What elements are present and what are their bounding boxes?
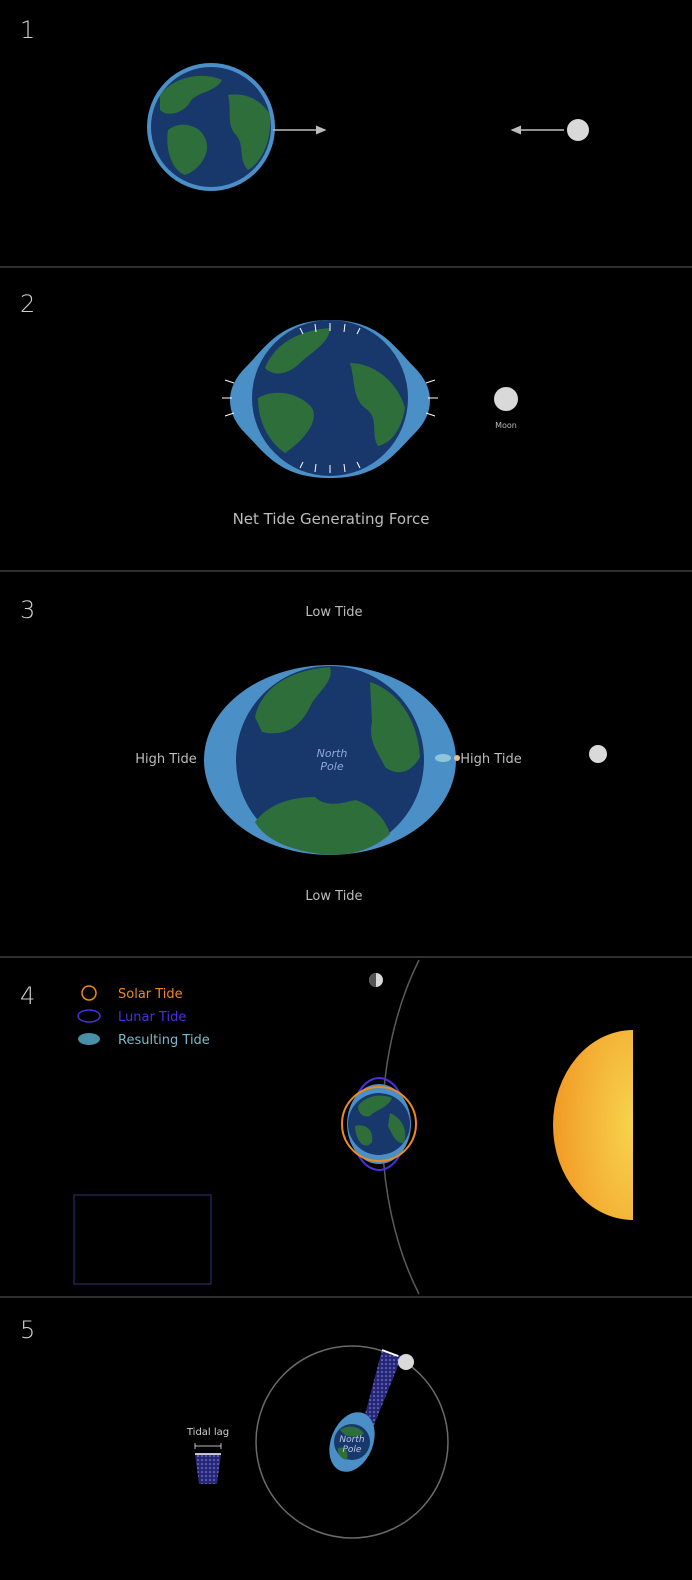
panel-3-diagram: Low Tide North Pole High Tide High Tide …	[135, 605, 607, 904]
north-pole-label: North	[339, 1435, 364, 1445]
tidal-lag-wedge	[362, 1350, 402, 1430]
high-tide-left-label: High Tide	[135, 752, 196, 767]
divider	[0, 1296, 692, 1298]
panel-number: 4	[20, 982, 36, 1010]
earth	[334, 1424, 370, 1460]
resulting-tide-legend-icon	[78, 1033, 100, 1045]
force-arrows	[222, 323, 438, 473]
panel-4: 4 Solar Tide Lunar Tide Resulting Tide	[0, 958, 692, 1296]
panel-1-diagram	[147, 63, 589, 191]
moon-orbit	[255, 1345, 449, 1539]
earth	[236, 666, 424, 855]
tidal-lag-label: Tidal lag	[186, 1427, 229, 1438]
moon-half-phase	[369, 973, 383, 987]
panel-3: 3 Low Tide North Pole High Tide High Tid…	[0, 572, 692, 956]
solar-tide-circle	[341, 1086, 417, 1162]
high-tide-right-label: High Tide	[460, 752, 521, 767]
panel-number: 5	[20, 1316, 36, 1344]
solar-tide-label: Solar Tide	[118, 987, 183, 1002]
panel-number: 2	[20, 290, 36, 318]
panel-5: 5 North Pole Tidal lag	[0, 1298, 692, 1580]
moon	[567, 119, 589, 141]
orbit-highlight	[381, 1349, 399, 1357]
tidal-lag-legend-icon	[194, 1443, 222, 1484]
earth	[147, 63, 275, 191]
panel-1: 1	[0, 0, 692, 266]
caption: Net Tide Generating Force	[233, 510, 430, 528]
legend: Solar Tide Lunar Tide Resulting Tide	[77, 985, 210, 1048]
solar-tide-legend-icon	[81, 985, 97, 1001]
moon	[494, 387, 518, 411]
lunar-tide-legend-icon	[77, 1009, 101, 1023]
divider	[0, 956, 692, 958]
moon	[398, 1354, 414, 1370]
bulge-marker	[435, 754, 451, 762]
moon-label: Moon	[495, 421, 517, 430]
north-pole-label: Pole	[320, 760, 343, 773]
panel-4-diagram: Solar Tide Lunar Tide Resulting Tide	[73, 959, 633, 1295]
divider	[0, 266, 692, 268]
low-tide-top-label: Low Tide	[305, 605, 362, 620]
divider	[0, 570, 692, 572]
low-tide-bottom-label: Low Tide	[305, 889, 362, 904]
panel-2-diagram: Moon Net Tide Generating Force	[222, 320, 518, 528]
sun	[553, 1030, 633, 1220]
north-pole-label: North	[317, 747, 348, 760]
resulting-tide-label: Resulting Tide	[118, 1033, 210, 1048]
lunar-tide-label: Lunar Tide	[118, 1010, 186, 1025]
empty-inset-box	[73, 1194, 212, 1285]
bulge-point	[454, 755, 460, 761]
panel-number: 3	[20, 596, 36, 624]
north-pole-label: Pole	[343, 1445, 362, 1455]
panel-2: 2 Moon Net Tide Generating Force	[0, 268, 692, 570]
panel-5-diagram: North Pole Tidal lag	[186, 1345, 449, 1539]
earth	[348, 1093, 410, 1155]
panel-number: 1	[20, 16, 36, 44]
earth	[252, 320, 408, 476]
moon	[589, 745, 607, 763]
